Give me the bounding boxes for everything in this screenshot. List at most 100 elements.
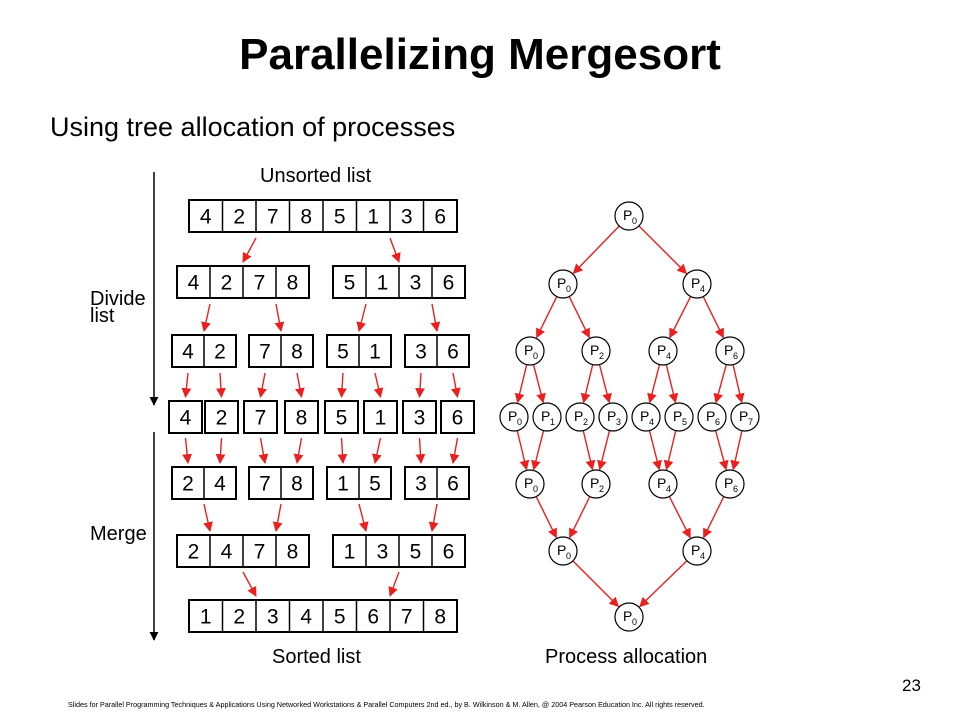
process-node-circle xyxy=(499,402,529,432)
merge-arrow xyxy=(449,437,460,464)
merge-arrow xyxy=(428,503,439,532)
process-tree-edge xyxy=(648,430,662,471)
list-box-frame xyxy=(243,400,278,434)
process-tree-edge xyxy=(714,430,729,471)
list-cell-value: 8 xyxy=(287,272,299,295)
process-allocation-label: Process allocation xyxy=(545,646,707,668)
footer-credit: Slides for Parallel Programming Techniqu… xyxy=(68,700,705,709)
process-node-index: 4 xyxy=(649,417,654,427)
unsorted-list-label: Unsorted list xyxy=(260,165,372,187)
divide-arrow xyxy=(389,237,401,263)
list-cell-value: 2 xyxy=(233,206,245,229)
process-node-index: 4 xyxy=(700,284,705,294)
process-tree-edge xyxy=(531,430,545,471)
process-node-circle xyxy=(682,536,712,566)
process-node-index: 0 xyxy=(533,484,538,494)
list-cell-value: 5 xyxy=(337,341,349,364)
process-node-index: 5 xyxy=(682,417,687,427)
list-cell-value: 4 xyxy=(200,206,212,229)
list-box-frame xyxy=(168,400,203,434)
list-cell-value: 5 xyxy=(369,473,381,496)
divide-arrow xyxy=(337,372,347,398)
list-box: 5 xyxy=(324,400,359,434)
list-cell-value: 3 xyxy=(401,206,413,229)
process-node-index: 3 xyxy=(616,417,621,427)
process-node-index: 0 xyxy=(632,617,637,627)
process-node-circle xyxy=(631,402,661,432)
process-node-circle xyxy=(581,469,611,499)
process-tree-edge xyxy=(572,225,620,274)
list-cell-value: 2 xyxy=(214,341,226,364)
merge-arrow xyxy=(242,571,257,597)
list-cell-value: 8 xyxy=(291,341,303,364)
list-cell-value: 6 xyxy=(447,473,459,496)
process-node-letter: P xyxy=(541,408,550,424)
list-cell-value: 5 xyxy=(336,407,348,430)
divide-arrow xyxy=(181,372,192,398)
process-tree-edge xyxy=(598,364,612,404)
list-cell-value: 8 xyxy=(296,407,308,430)
list-cell-value: 1 xyxy=(377,272,389,295)
list-cell-value: 1 xyxy=(344,541,356,564)
process-tree-edge xyxy=(732,364,745,404)
process-node-circle xyxy=(648,336,678,366)
process-node-circle xyxy=(614,201,644,231)
process-tree-edge xyxy=(638,225,688,275)
list-cell-value: 7 xyxy=(254,541,266,564)
list-cell-value: 3 xyxy=(410,272,422,295)
process-node-circle xyxy=(715,336,745,366)
process-tree-edge xyxy=(516,430,530,471)
divide-arrow xyxy=(201,303,211,332)
process-node-index: 0 xyxy=(517,417,522,427)
process-node-letter: P xyxy=(739,408,748,424)
list-cell-value: 4 xyxy=(180,407,192,430)
merge-arrow xyxy=(372,437,382,464)
divide-arrow xyxy=(415,372,425,398)
divide-arrow xyxy=(295,372,305,398)
process-node-circle xyxy=(614,602,644,632)
merge-arrow xyxy=(293,437,304,464)
process-node-index: 1 xyxy=(550,417,555,427)
process-tree-edge xyxy=(665,364,679,404)
list-cell-value: 1 xyxy=(337,473,349,496)
sorted-list-label: Sorted list xyxy=(272,646,361,668)
list-cell-value: 1 xyxy=(375,407,387,430)
process-node-index: 7 xyxy=(748,417,753,427)
merge-arrow xyxy=(388,571,400,597)
divide-arrow xyxy=(430,303,441,332)
list-cell-value: 5 xyxy=(410,541,422,564)
list-cell-value: 2 xyxy=(182,473,194,496)
list-cell-value: 3 xyxy=(377,541,389,564)
process-tree-edge xyxy=(568,296,591,339)
process-node-circle xyxy=(548,269,578,299)
process-node-index: 0 xyxy=(533,351,538,361)
list-cell-value: 4 xyxy=(188,272,200,295)
divide-arrow xyxy=(274,303,285,332)
process-node-circle xyxy=(697,402,727,432)
process-node-circle xyxy=(532,402,562,432)
process-node-letter: P xyxy=(724,342,733,358)
process-node-circle xyxy=(565,402,595,432)
list-box-frame xyxy=(204,400,239,434)
process-node-circle xyxy=(682,269,712,299)
merge-arrow xyxy=(215,437,226,464)
process-tree-edge xyxy=(639,560,688,608)
process-node-index: 6 xyxy=(715,417,720,427)
list-box-frame xyxy=(440,400,475,434)
merge-arrow xyxy=(182,437,192,464)
